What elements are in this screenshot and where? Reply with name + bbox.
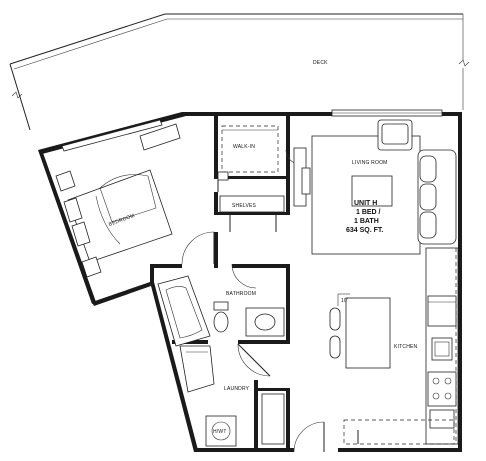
label-water-heater: H/WT <box>213 429 227 435</box>
unit-area: 634 SQ. FT. <box>346 227 383 234</box>
unit-bed: 1 BED / <box>356 209 381 216</box>
label-bathroom: BATHROOM <box>226 291 256 297</box>
bedroom-furniture <box>55 123 181 278</box>
unit-bath: 1 BATH <box>354 218 379 225</box>
shelves-unit <box>219 195 285 232</box>
living-room-furniture <box>293 119 457 255</box>
laundry-fixtures <box>179 345 285 447</box>
unit-info: UNIT H 1 BED / 1 BATH 634 SQ. FT. <box>346 200 383 234</box>
deck-area <box>9 13 470 131</box>
walk-in-closet <box>217 125 279 192</box>
label-laundry: LAUNDRY <box>224 386 250 392</box>
label-walk-in: WALK-IN <box>233 144 255 150</box>
interior-walls <box>150 116 290 452</box>
label-deck: DECK <box>313 60 328 66</box>
kitchen-fixtures <box>329 247 459 445</box>
label-kitchen: KITCHEN <box>394 344 418 350</box>
label-ceiling-mark: 10' <box>341 298 348 304</box>
label-living-room: LIVING ROOM <box>352 160 388 166</box>
label-shelves: SHELVES <box>232 203 257 209</box>
doors <box>181 149 325 453</box>
bathroom-fixtures <box>157 275 285 347</box>
unit-name: UNIT H <box>354 200 377 207</box>
windows <box>61 109 443 152</box>
